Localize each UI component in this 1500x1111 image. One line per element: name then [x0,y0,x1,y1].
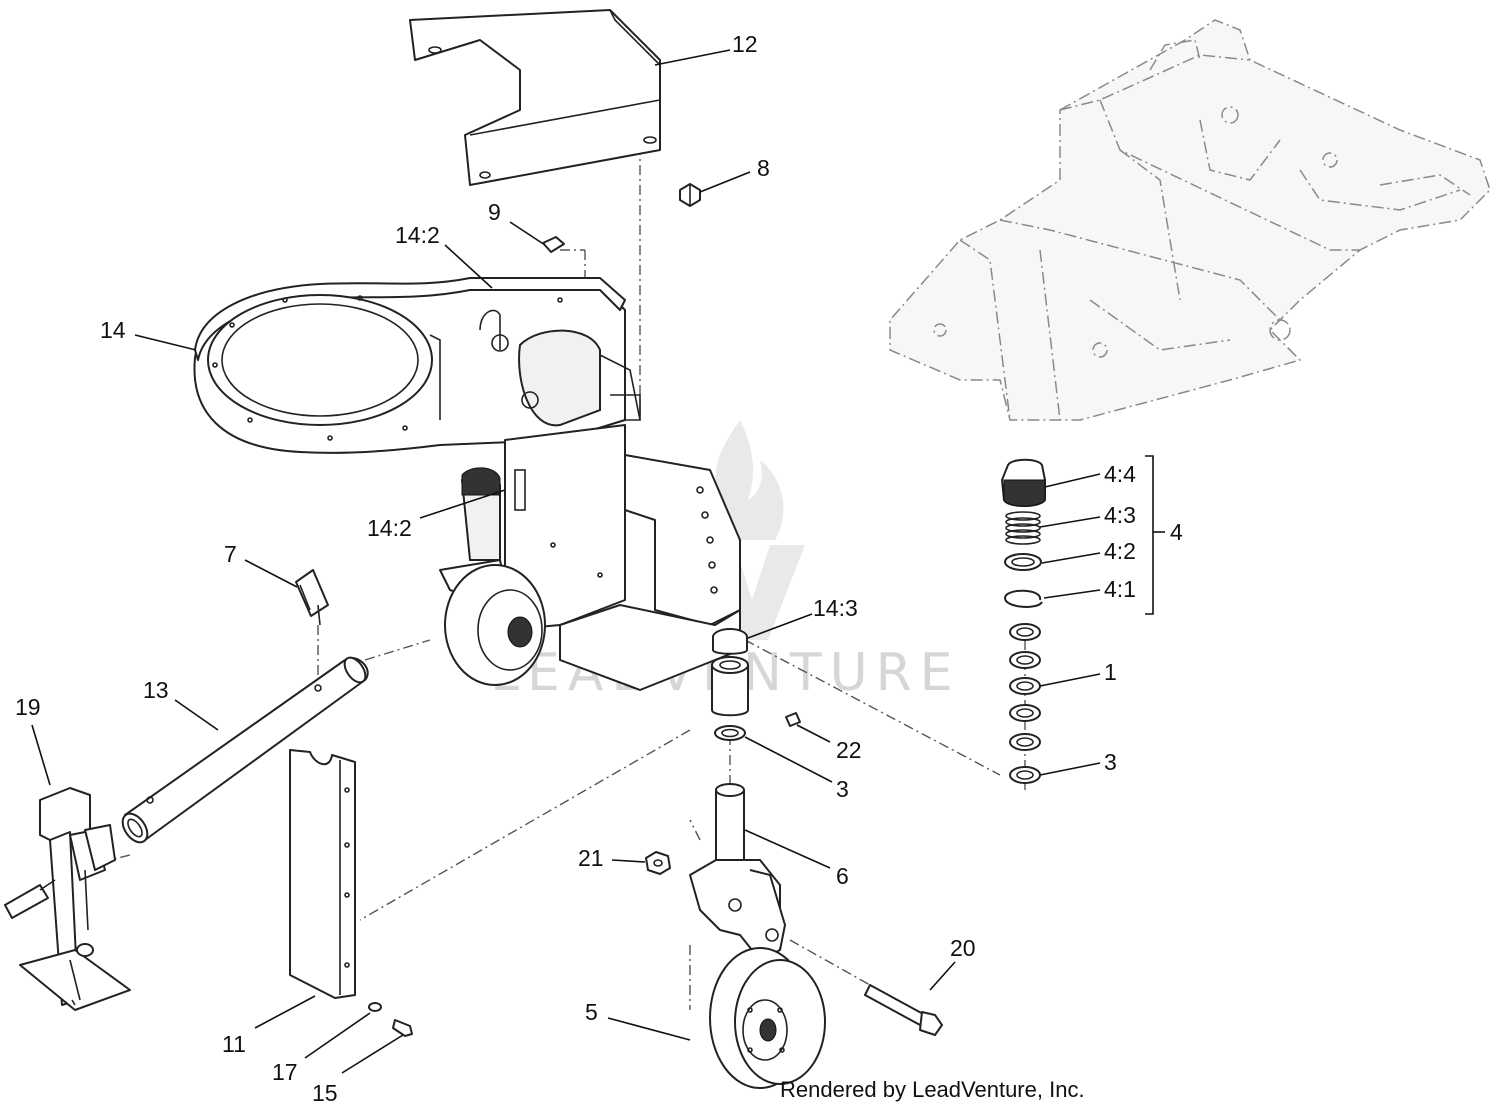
shield-bracket [409,9,661,186]
clip-nut-9 [542,236,565,253]
jack-stand-19 [4,787,131,1011]
callout-4-3: 4:3 [1104,502,1136,528]
callout-20: 20 [950,935,976,961]
spindle-housing [504,424,741,691]
spring-4-3 [1005,511,1041,545]
mower-frame-phantom [889,19,1491,421]
bushing-14-3 [712,628,748,655]
callout-5: 5 [585,999,598,1025]
callout-21: 21 [578,845,604,871]
credit-text: Rendered by LeadVenture, Inc. [780,1077,1085,1102]
callout-3-left: 3 [836,776,849,802]
callout-13: 13 [143,677,169,703]
callout-4-4: 4:4 [1104,461,1136,487]
spacer-tube [711,656,749,717]
callout-9: 9 [488,199,501,225]
dust-cap-4-4 [1001,458,1046,507]
screw-15 [392,1019,413,1037]
lynch-pin-7 [295,569,329,626]
bolt-8 [679,183,701,207]
callout-15: 15 [312,1080,338,1106]
caster-mount-plate [193,277,641,454]
callout-14-2-bottom: 14:2 [367,515,412,541]
caster-fork-6 [689,783,786,961]
callout-8: 8 [757,155,770,181]
callout-1: 1 [1104,659,1117,685]
retaining-ring-4-1 [1004,589,1043,608]
lock-nut-21 [645,851,671,875]
callout-14-2-top: 14:2 [395,222,440,248]
callout-4: 4 [1170,519,1183,545]
callout-4-1: 4:1 [1104,576,1136,602]
callout-19: 19 [15,694,41,720]
callout-17: 17 [272,1059,298,1085]
callout-3-right: 3 [1104,749,1117,775]
bearing-stack [1001,458,1046,784]
callout-labels: 12 8 9 14:2 14 14:2 7 13 19 14:3 22 3 6 … [15,31,1183,1106]
wheel-5 [709,947,826,1089]
leader-lines [31,49,1165,1074]
axle-bolt-20 [864,984,943,1036]
washer-17 [368,1002,382,1012]
grease-fitting-22 [785,712,801,727]
cover-plate-11 [289,749,356,999]
tube-13 [121,656,369,844]
bearing-1 [1009,623,1041,751]
seal-4-2 [1004,553,1042,571]
callout-12: 12 [732,31,758,57]
callout-11: 11 [222,1031,246,1057]
callout-14: 14 [100,317,126,343]
callout-4-2: 4:2 [1104,538,1136,564]
washer-3-right [1009,766,1041,784]
rear-caster-wheel [439,467,546,686]
callout-14-3: 14:3 [813,595,858,621]
callout-7: 7 [224,541,237,567]
washer-3-left [714,725,746,741]
callout-6: 6 [836,863,849,889]
callout-22: 22 [836,737,862,763]
